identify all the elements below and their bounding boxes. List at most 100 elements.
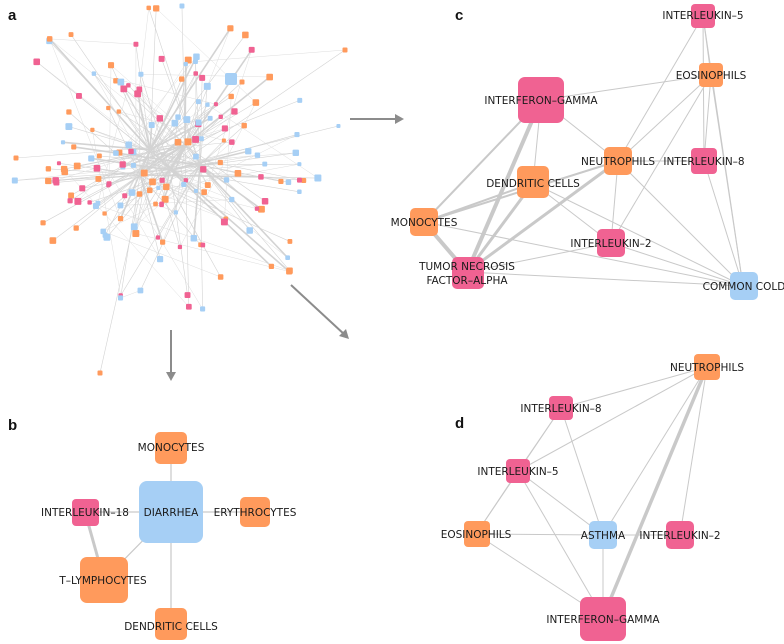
overview-edge: [149, 8, 157, 151]
overview-node: [138, 71, 144, 77]
overview-node: [336, 123, 341, 129]
overview-edge: [104, 149, 151, 236]
overview-node: [119, 161, 126, 168]
overview-node: [134, 90, 142, 98]
overview-node: [287, 239, 293, 244]
overview-node: [147, 187, 153, 194]
overview-edge: [118, 111, 224, 141]
overview-node: [103, 233, 111, 241]
overview-node: [252, 99, 260, 106]
overview-edge: [104, 144, 186, 214]
overview-edge: [133, 152, 296, 166]
overview-node: [177, 244, 183, 250]
overview-edge: [102, 144, 186, 232]
overview-node: [161, 195, 169, 203]
node-d-eosinophils: [464, 521, 490, 547]
overview-node: [285, 179, 292, 186]
overview-node: [200, 166, 207, 173]
overview-node: [223, 177, 230, 183]
overview-node: [133, 41, 139, 47]
overview-node: [228, 93, 234, 100]
overview-node: [45, 177, 52, 185]
overview-node: [199, 74, 206, 81]
panel-d-nodes: NEUTROPHILS INTERLEUKIN–8 INTERLEUKIN–5 …: [441, 354, 744, 641]
label-d-interleukin-8: INTERLEUKIN–8: [520, 403, 601, 415]
overview-node: [107, 62, 115, 69]
overview-edge: [73, 146, 201, 166]
label-c-interleukin-8: INTERLEUKIN–8: [663, 156, 744, 168]
overview-node: [102, 211, 107, 216]
overview-node: [174, 138, 182, 146]
label-c-interferon-gamma: INTERFERON–GAMMA: [484, 95, 598, 107]
node-c-interleukin-2: [597, 229, 625, 257]
overview-node: [45, 166, 52, 172]
overview-node: [137, 287, 144, 294]
overview-node: [153, 5, 160, 12]
overview-node: [234, 169, 242, 177]
overview-edge: [139, 78, 182, 176]
overview-node: [286, 267, 293, 274]
overview-node: [93, 164, 101, 172]
panel-c: c: [391, 4, 784, 300]
label-d-asthma: ASTHMA: [581, 530, 626, 542]
overview-node: [242, 31, 249, 39]
node-c-common-cold: [730, 272, 758, 300]
overview-node: [179, 3, 185, 9]
panel-letter-c: c: [455, 7, 463, 24]
label-c-interleukin-5: INTERLEUKIN–5: [662, 10, 743, 22]
overview-node: [200, 306, 206, 312]
node-c-neutrophils: [604, 147, 632, 175]
overview-edge: [139, 174, 161, 260]
overview-node: [207, 115, 213, 121]
overview-edge: [207, 49, 252, 186]
overview-edge: [139, 174, 318, 179]
overview-node: [87, 200, 92, 205]
overview-node: [73, 225, 79, 231]
overview-edge: [68, 111, 141, 176]
node-c-dendritic-cells: [517, 166, 549, 198]
overview-node: [46, 36, 53, 42]
overview-node: [217, 274, 224, 280]
overview-edge: [184, 100, 300, 146]
node-b-erythrocytes: [240, 497, 270, 527]
overview-node: [192, 135, 199, 143]
overview-edge: [97, 85, 129, 204]
panel-letter-a: a: [8, 7, 17, 24]
overview-node: [278, 178, 284, 185]
overview-node: [183, 116, 191, 123]
label-d-interleukin-5: INTERLEUKIN–5: [477, 466, 558, 478]
overview-node: [195, 99, 201, 105]
overview-node: [67, 198, 73, 204]
overview-node: [76, 93, 82, 99]
overview-edge: [77, 144, 186, 202]
overview-node: [193, 188, 198, 193]
arrow-to-c-head: [395, 114, 404, 124]
overview-node: [297, 97, 303, 103]
overview-edge: [120, 174, 141, 298]
overview-edge: [199, 163, 300, 166]
overview-node: [231, 108, 238, 115]
overview-edge: [63, 168, 190, 307]
overview-node: [60, 140, 66, 145]
overview-node: [245, 148, 252, 155]
overview-node: [117, 78, 125, 86]
overview-edge: [139, 81, 243, 176]
label-c-tnf-alpha-line1: TUMOR NECROSIS: [418, 261, 515, 273]
node-d-interleukin-2: [666, 521, 694, 549]
overview-node: [60, 165, 68, 173]
overview-node: [213, 102, 218, 107]
node-c-interleukin-5: [691, 4, 715, 28]
overview-edge: [69, 149, 151, 201]
label-c-monocytes: MONOCYTES: [391, 217, 458, 229]
overview-node: [155, 235, 161, 240]
label-c-neutrophils: NEUTROPHILS: [581, 156, 655, 168]
overview-edge: [93, 73, 171, 171]
node-d-asthma: [589, 521, 617, 549]
overview-node: [221, 138, 226, 143]
label-d-interleukin-2: INTERLEUKIN–2: [639, 530, 720, 542]
node-d-interferon-gamma: [580, 597, 626, 641]
overview-edge: [161, 58, 201, 166]
overview-node: [136, 191, 143, 197]
label-d-interferon-gamma: INTERFERON–GAMMA: [546, 614, 660, 626]
label-c-interleukin-2: INTERLEUKIN–2: [570, 238, 651, 250]
